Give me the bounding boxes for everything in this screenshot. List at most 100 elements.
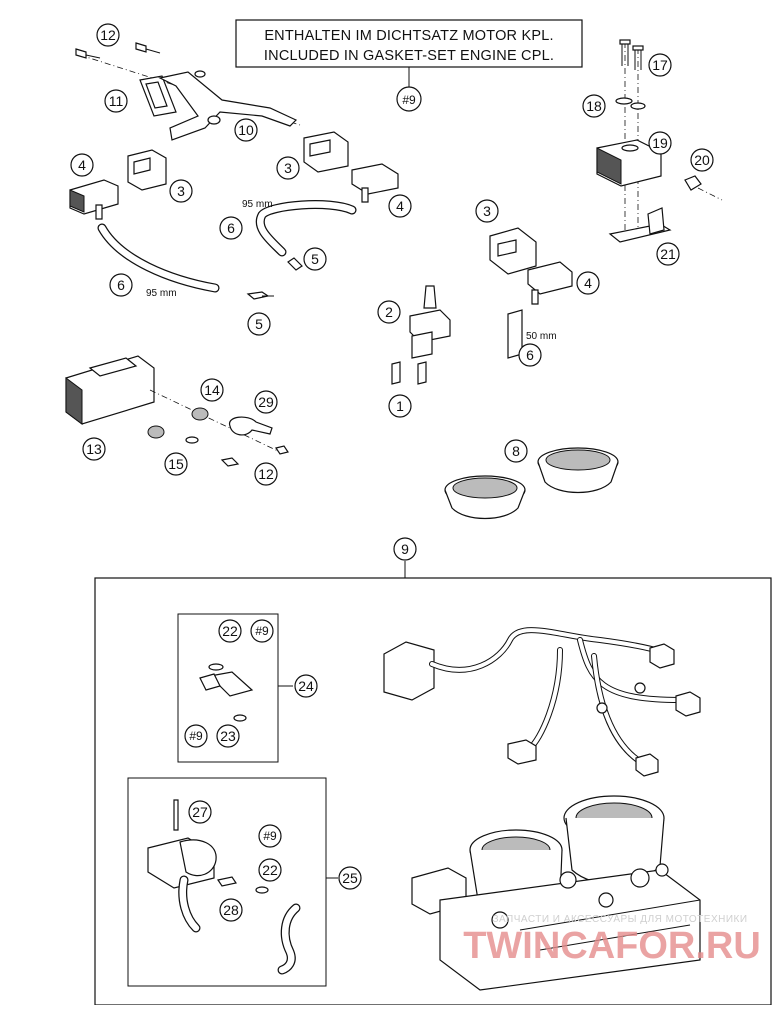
svg-text:#9: #9 bbox=[255, 624, 269, 638]
pressure-sensor-4-middle bbox=[351, 163, 399, 195]
svg-text:3: 3 bbox=[483, 203, 491, 219]
svg-text:18: 18 bbox=[586, 98, 602, 114]
callout-12-bottom: 12 bbox=[254, 462, 278, 486]
callout-12-top: 12 bbox=[96, 23, 120, 47]
dimension-label-50mm: 50 mm bbox=[526, 331, 557, 342]
svg-text:27: 27 bbox=[192, 804, 208, 820]
svg-text:2: 2 bbox=[385, 304, 393, 320]
throttle-sensor-detail bbox=[147, 799, 301, 975]
callout-28: 28 bbox=[219, 898, 243, 922]
pressure-sensor-4-right bbox=[527, 261, 573, 295]
svg-text:5: 5 bbox=[255, 316, 263, 332]
svg-text:12: 12 bbox=[258, 466, 274, 482]
svg-text:11: 11 bbox=[109, 93, 124, 109]
svg-text:29: 29 bbox=[258, 394, 274, 410]
callout-9-main: 9 bbox=[393, 537, 417, 561]
svg-text:20: 20 bbox=[694, 152, 710, 168]
screw-12-bottom-b bbox=[275, 445, 289, 455]
callout-9-note: #9 bbox=[396, 86, 422, 112]
callout-24: 24 bbox=[294, 674, 318, 698]
callout-6-left: 6 bbox=[109, 273, 133, 297]
watermark-subtitle: ЗАПЧАСТИ И АКСЕССУАРЫ ДЛЯ МОТОТЕХНИКИ bbox=[492, 914, 747, 925]
callout-10: 10 bbox=[234, 118, 258, 142]
injector bbox=[208, 671, 254, 697]
throttle-body bbox=[411, 795, 701, 991]
callout-29: 29 bbox=[254, 390, 278, 414]
screw-27 bbox=[173, 799, 179, 831]
callout-3-left: 3 bbox=[169, 179, 193, 203]
control-unit-holder-right bbox=[596, 39, 723, 243]
svg-text:23: 23 bbox=[220, 728, 236, 744]
svg-text:15: 15 bbox=[168, 456, 184, 472]
callout-4-right: 4 bbox=[576, 271, 600, 295]
gasket-set-note: ENTHALTEN IM DICHTSATZ MOTOR KPL. INCLUD… bbox=[235, 19, 583, 87]
svg-text:6: 6 bbox=[117, 277, 125, 293]
svg-text:4: 4 bbox=[396, 198, 404, 214]
dimension-label-95mm-middle: 95 mm bbox=[242, 199, 273, 210]
svg-text:22: 22 bbox=[262, 862, 278, 878]
callout-11: 11 bbox=[104, 89, 128, 113]
clamp-29 bbox=[229, 416, 273, 436]
callout-5-left: 5 bbox=[247, 312, 271, 336]
note-line-english: INCLUDED IN GASKET-SET ENGINE CPL. bbox=[264, 48, 554, 64]
nozzle-5-mid bbox=[287, 257, 303, 271]
svg-text:12: 12 bbox=[100, 27, 116, 43]
callout-9-injector-top: #9 bbox=[250, 619, 274, 643]
callout-6-right: 6 bbox=[518, 343, 542, 367]
svg-text:1: 1 bbox=[396, 398, 404, 414]
callout-5-middle: 5 bbox=[303, 247, 327, 271]
svg-text:21: 21 bbox=[660, 246, 676, 262]
callout-21: 21 bbox=[656, 242, 680, 266]
callout-1: 1 bbox=[388, 394, 412, 418]
injector-subframe-24 bbox=[177, 613, 279, 763]
pin-2 bbox=[423, 285, 437, 309]
callout-25: 25 bbox=[338, 866, 362, 890]
svg-text:3: 3 bbox=[284, 160, 292, 176]
svg-text:10: 10 bbox=[238, 122, 254, 138]
svg-text:13: 13 bbox=[86, 441, 102, 457]
control-unit-13-group bbox=[65, 355, 289, 467]
sensor-subframe-25 bbox=[127, 777, 327, 987]
sensor-group-middle bbox=[303, 131, 399, 203]
svg-text:19: 19 bbox=[652, 135, 668, 151]
callout-17: 17 bbox=[648, 53, 672, 77]
callout-27: 27 bbox=[188, 800, 212, 824]
nut-20 bbox=[684, 175, 702, 191]
svg-text:#9: #9 bbox=[189, 729, 203, 743]
callout-20: 20 bbox=[690, 148, 714, 172]
watermark: ЗАПЧАСТИ И АКСЕССУАРЫ ДЛЯ МОТОТЕХНИКИ TW… bbox=[463, 914, 761, 967]
screw-12-bottom-a bbox=[220, 457, 240, 467]
svg-text:#9: #9 bbox=[263, 829, 277, 843]
svg-text:4: 4 bbox=[584, 275, 592, 291]
svg-text:5: 5 bbox=[311, 251, 319, 267]
hose-left-95mm bbox=[97, 200, 357, 300]
svg-text:14: 14 bbox=[204, 382, 220, 398]
harness-main-plug bbox=[383, 641, 435, 701]
callout-2: 2 bbox=[377, 300, 401, 324]
callout-9-sensor: #9 bbox=[258, 824, 282, 848]
callout-14: 14 bbox=[200, 378, 224, 402]
rubber-bush-14 bbox=[191, 407, 209, 421]
center-part-2 bbox=[391, 285, 451, 385]
washer-18 bbox=[615, 97, 633, 105]
callout-4-middle: 4 bbox=[388, 194, 412, 218]
callout-13: 13 bbox=[82, 437, 106, 461]
injector-detail bbox=[199, 663, 254, 722]
callout-22-sensor: 22 bbox=[258, 858, 282, 882]
holding-bracket-10 bbox=[158, 71, 298, 141]
rubber-bush-15 bbox=[147, 425, 165, 439]
bolt-12-top-b bbox=[135, 42, 147, 53]
sensor-group-left bbox=[69, 149, 167, 220]
bolt-1-b bbox=[417, 361, 427, 385]
note-line-german: ENTHALTEN IM DICHTSATZ MOTOR KPL. bbox=[264, 28, 553, 44]
callout-6-middle: 6 bbox=[219, 216, 243, 240]
svg-text:17: 17 bbox=[652, 57, 668, 73]
callout-23: 23 bbox=[216, 724, 240, 748]
callout-22-injector: 22 bbox=[218, 619, 242, 643]
callout-15: 15 bbox=[164, 452, 188, 476]
callout-9-injector-bottom: #9 bbox=[184, 724, 208, 748]
intake-rings-8 bbox=[444, 447, 619, 519]
dimension-label-95mm-left: 95 mm bbox=[146, 288, 177, 299]
